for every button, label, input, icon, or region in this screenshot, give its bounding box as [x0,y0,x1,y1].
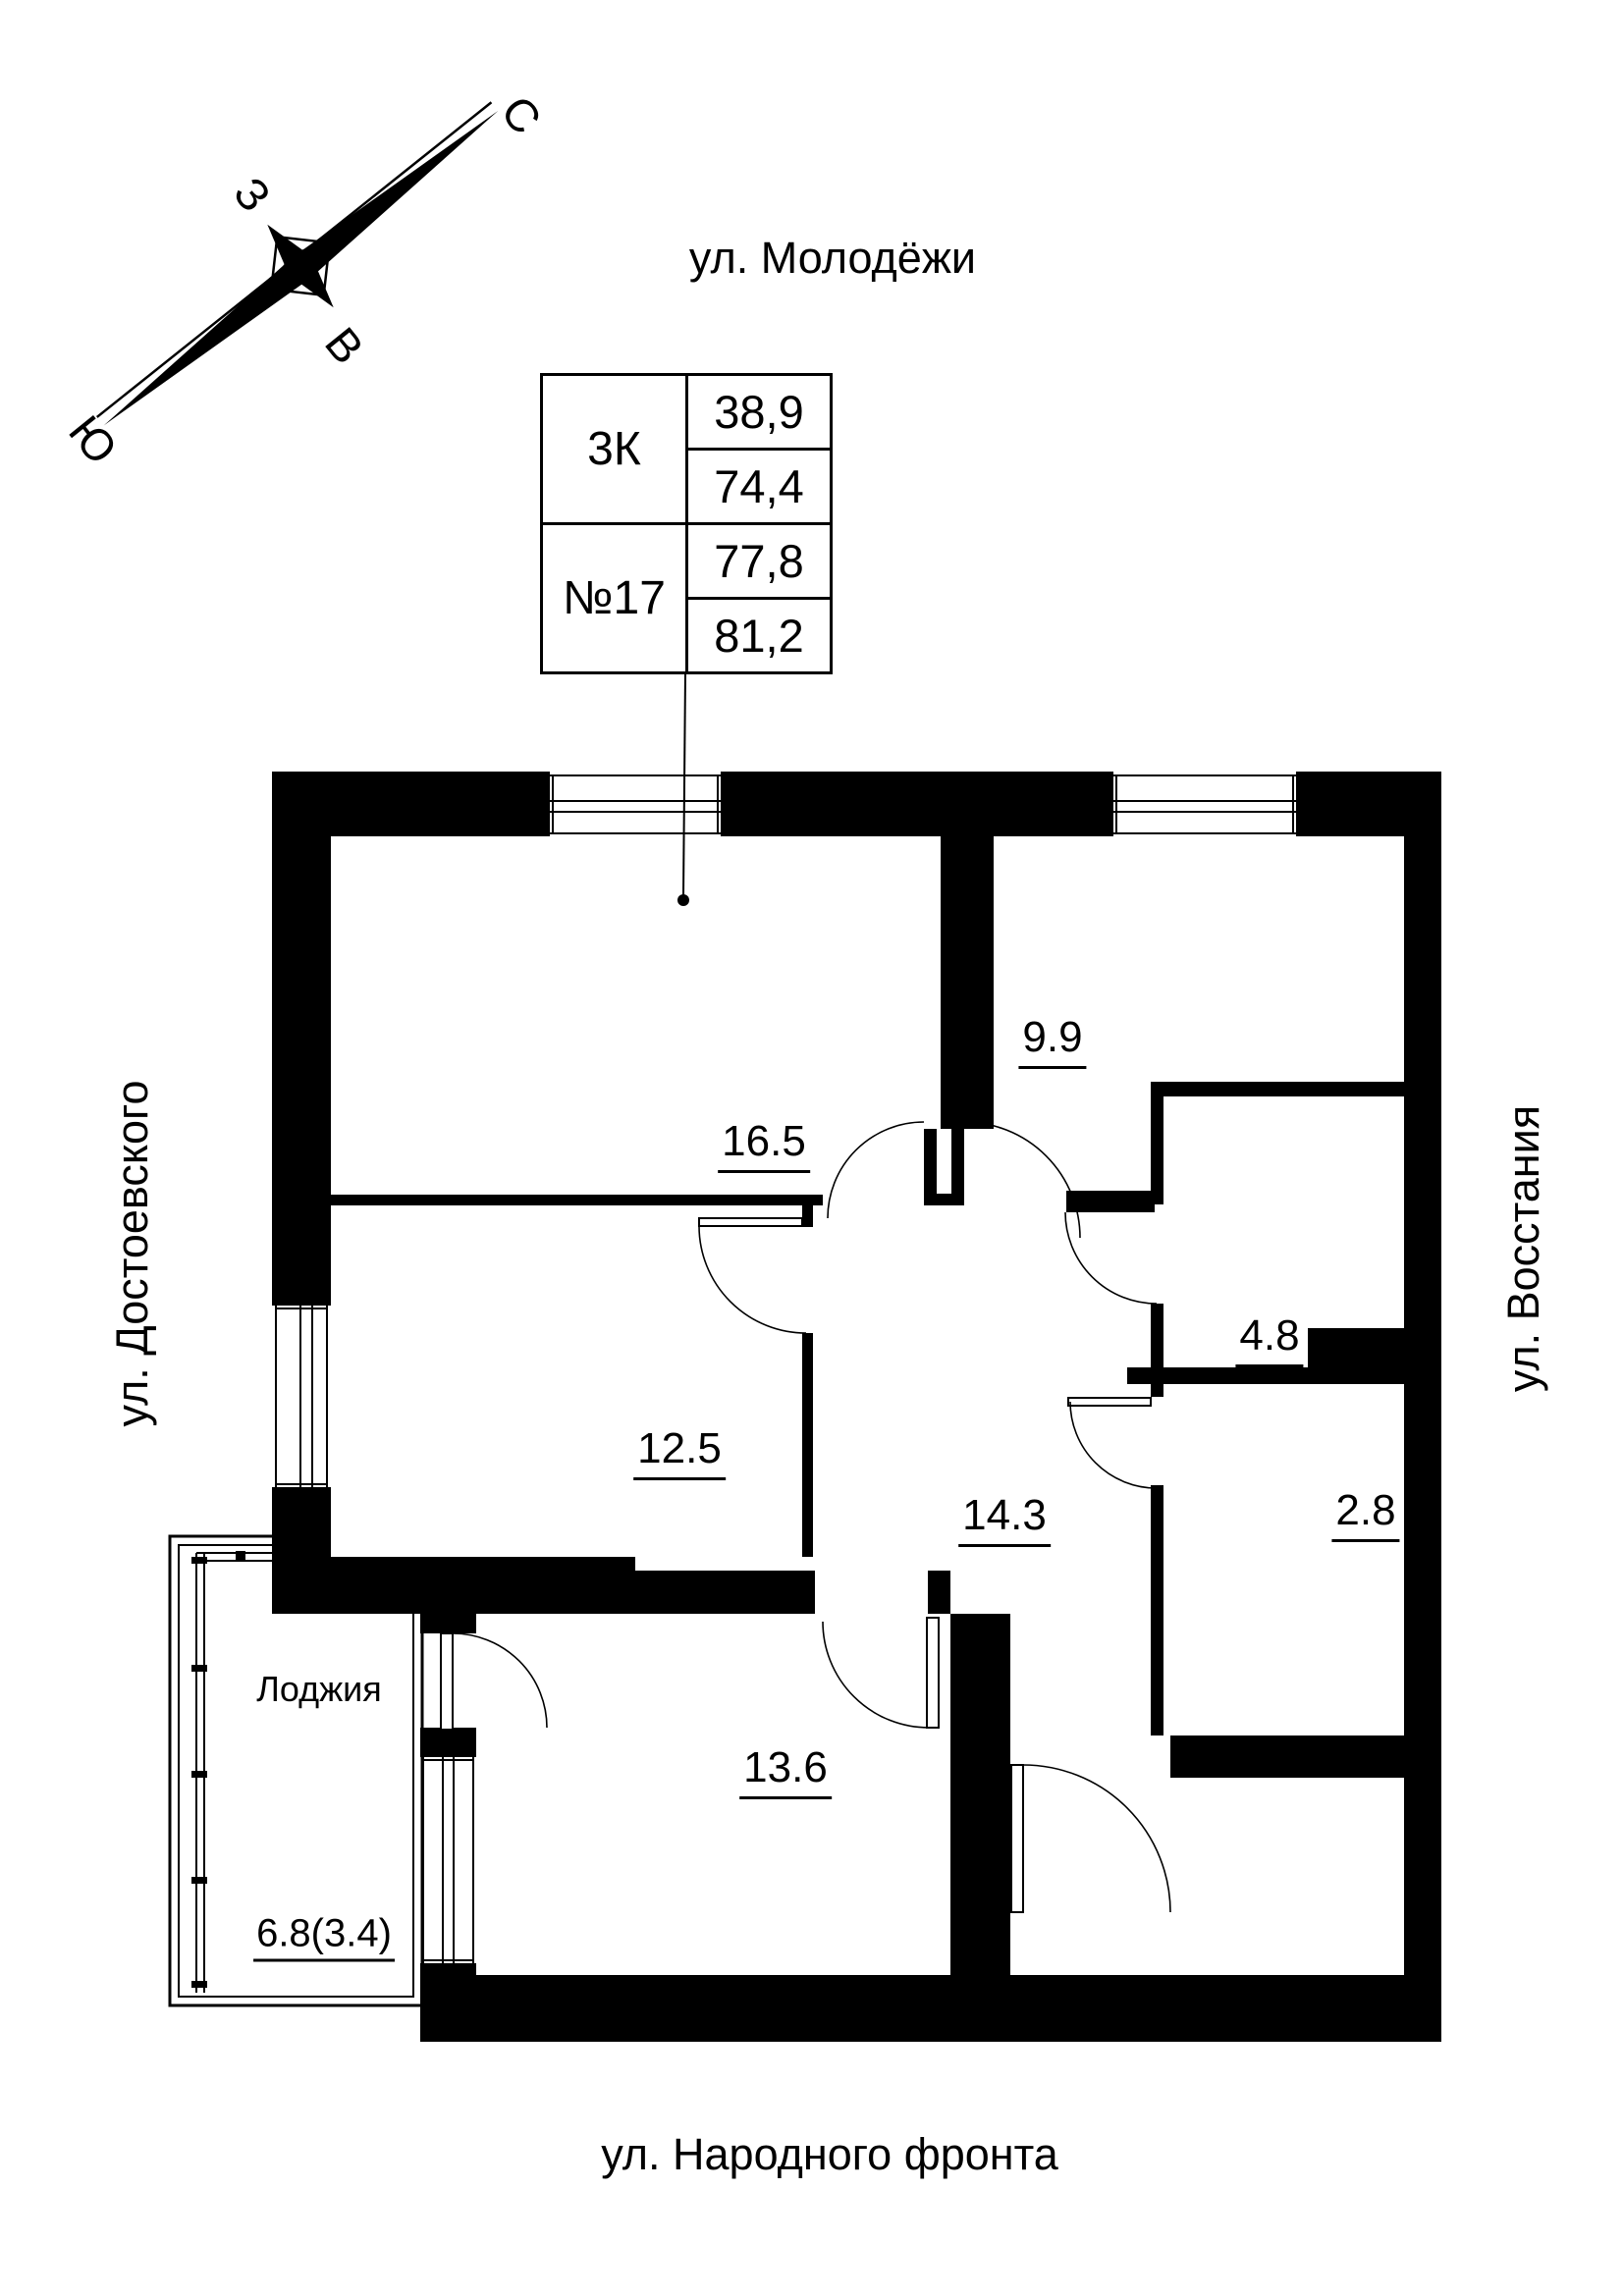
outer-walls [272,772,1441,2042]
area-value-2: 74,4 [685,448,833,525]
room-area-2-8: 2.8 [1331,1489,1400,1542]
loggia-label: Лоджия [256,1669,382,1709]
area-value-3: 77,8 [685,522,833,600]
apartment-type: 3К [540,373,688,525]
street-label-right: ул. Восстания [1498,1104,1548,1393]
leader-line [677,672,689,906]
door-leaves [440,1217,1152,1913]
room-area-9-9: 9.9 [1018,1016,1087,1069]
door-arcs [452,1121,1171,1913]
room-area-12-5: 12.5 [633,1427,726,1480]
street-label-left: ул. Достоевского [107,1080,157,1427]
window-top-1 [550,774,721,834]
compass-star-ns [267,224,334,308]
loggia-glazing-ticks [191,1551,245,1988]
street-label-bottom: ул. Народного фронта [601,2129,1058,2179]
window-loggia [422,1757,474,1963]
apartment-info-table: 3К 38,9 74,4 №17 77,8 81,2 [540,373,833,674]
area-value-4: 81,2 [685,597,833,674]
area-value-1: 38,9 [685,373,833,451]
leader-dot [677,894,689,906]
room-area-4-8: 4.8 [1235,1314,1304,1367]
apartment-number: №17 [540,522,688,674]
room-area-14-3: 14.3 [958,1494,1051,1547]
window-left [275,1306,328,1487]
inner-walls [272,836,1441,1975]
compass-rose [95,101,499,426]
loggia-area-label: 6.8(3.4) [253,1914,395,1962]
room-area-16-5: 16.5 [718,1120,810,1173]
room-area-13-6: 13.6 [739,1746,832,1799]
window-top-2 [1113,774,1296,834]
street-label-top: ул. Молодёжи [688,233,977,283]
